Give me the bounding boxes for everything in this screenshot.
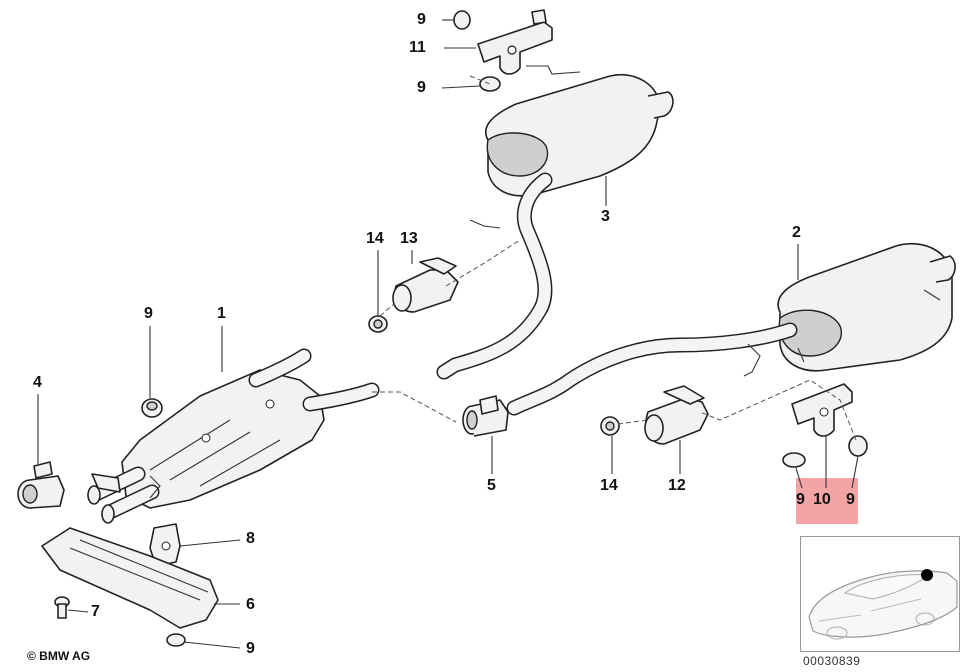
callout-8[interactable]: 8 [246,530,255,547]
dash-route-6 [617,419,649,425]
callout-9-left[interactable]: 9 [144,305,153,322]
callout-14-left[interactable]: 14 [366,230,384,247]
callout-2[interactable]: 2 [792,224,801,241]
bolt-7 [54,596,70,619]
callout-13[interactable]: 13 [400,230,418,247]
rubber-mount-9-left [141,398,163,418]
clamp-5 [462,395,509,437]
callout-9-top-a[interactable]: 9 [417,11,426,28]
vehicle-locator-inset [800,536,960,652]
callout-5[interactable]: 5 [487,477,496,494]
dash-route-3 [469,75,491,85]
connector-pipe-12 [600,385,709,445]
document-number: 00030839 [803,654,861,668]
callout-3[interactable]: 3 [601,208,610,225]
callout-11[interactable]: 11 [409,39,426,56]
car-outline-icon [808,569,958,640]
front-silencer-1 [87,348,380,524]
dash-route-1 [372,391,457,423]
callout-1[interactable]: 1 [217,305,226,322]
dash-route-4 [699,379,857,441]
clamp-4 [17,461,65,509]
copyright-label: © BMW AG [27,649,91,663]
callout-9-right-b[interactable]: 9 [846,491,855,508]
mount-8 [149,523,181,567]
callout-9-top-b[interactable]: 9 [417,79,426,96]
leader-lines [37,19,859,649]
hanger-bracket-10 [782,383,868,468]
callout-10[interactable]: 10 [813,491,831,508]
callout-7[interactable]: 7 [91,603,100,620]
hanger-bracket-11 [453,9,553,92]
callout-6[interactable]: 6 [246,596,255,613]
dash-route-5 [379,303,395,317]
callout-9-bottom[interactable]: 9 [246,640,255,657]
callout-9-right-a[interactable]: 9 [796,491,805,508]
connector-pipe-13 [368,257,459,333]
callout-12[interactable]: 12 [668,477,686,494]
highlight-box-part-10 [796,478,858,524]
location-marker-icon [921,569,933,581]
rear-muffler-2 [506,242,956,416]
callout-14-right[interactable]: 14 [600,477,618,494]
rear-muffler-3 [436,65,674,380]
dash-route-2 [445,239,521,287]
callout-4[interactable]: 4 [33,374,42,391]
heat-shield-6 [41,527,219,647]
